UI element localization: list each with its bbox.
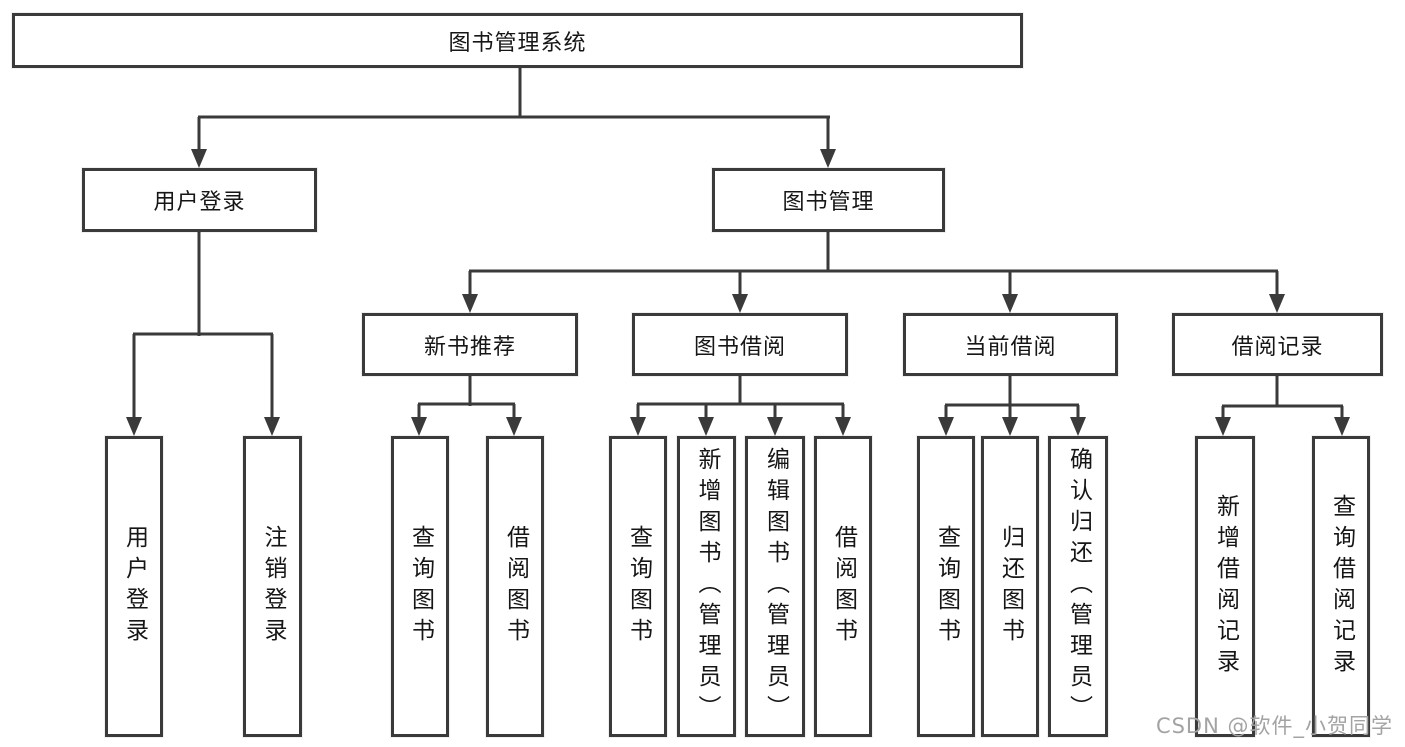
leaf-confirm-return-admin: 确认归还（管理员） (1048, 436, 1108, 737)
node-library-management-system: 图书管理系统 (12, 13, 1023, 68)
leaf-user-login: 用户登录 (105, 436, 163, 737)
node-label: 借阅图书 (502, 524, 529, 649)
connector-book-management-split (462, 232, 1285, 313)
leaf-logout: 注销登录 (243, 436, 302, 737)
node-label: 图书管理系统 (448, 30, 587, 56)
leaf-edit-books-admin: 编辑图书（管理员） (745, 436, 805, 737)
node-label: 新书推荐 (423, 334, 516, 360)
connector-book-borrow-split (630, 376, 851, 436)
node-label: 图书管理 (782, 190, 875, 215)
leaf-borrow-books-recommend: 借阅图书 (486, 436, 544, 737)
connector-current-borrow-split (938, 376, 1086, 436)
leaf-return-books: 归还图书 (981, 436, 1039, 737)
node-label: 当前借阅 (964, 334, 1057, 360)
leaf-query-books-borrow: 查询图书 (609, 436, 667, 737)
node-label: 借阅记录 (1231, 334, 1324, 360)
node-label: 查询借阅记录 (1328, 493, 1355, 680)
node-label: 新增借阅记录 (1212, 493, 1239, 680)
leaf-query-borrow-record: 查询借阅记录 (1312, 436, 1370, 737)
node-label: 查询图书 (625, 524, 652, 649)
node-label: 编辑图书（管理员） (762, 447, 789, 726)
node-current-borrowing: 当前借阅 (903, 313, 1118, 376)
node-book-management: 图书管理 (712, 168, 945, 232)
node-user-login: 用户登录 (82, 168, 317, 232)
leaf-add-borrow-record: 新增借阅记录 (1195, 436, 1255, 737)
node-label: 图书借阅 (693, 334, 786, 360)
node-label: 查询图书 (407, 524, 434, 649)
node-label: 归还图书 (997, 524, 1024, 649)
connector-user-login-split (126, 232, 280, 436)
leaf-query-books-recommend: 查询图书 (391, 436, 449, 737)
node-label: 用户登录 (121, 524, 148, 649)
leaf-query-books-current: 查询图书 (917, 436, 975, 737)
node-new-book-recommendation: 新书推荐 (362, 313, 578, 376)
node-label: 注销登录 (260, 524, 286, 649)
node-book-borrowing: 图书借阅 (632, 313, 848, 376)
node-borrow-records: 借阅记录 (1172, 313, 1383, 376)
csdn-watermark: CSDN @软件_小贺同学 (1155, 714, 1393, 738)
node-label: 借阅图书 (830, 524, 857, 649)
connector-borrow-records-split (1215, 376, 1350, 436)
node-label: 新增图书（管理员） (694, 447, 720, 726)
connector-new-book-split (411, 376, 522, 436)
leaf-borrow-books: 借阅图书 (814, 436, 872, 737)
node-label: 查询图书 (933, 524, 960, 649)
node-label: 确认归还（管理员） (1065, 447, 1092, 726)
connector-root-split (191, 68, 836, 168)
node-label: 用户登录 (153, 190, 246, 215)
leaf-add-books-admin: 新增图书（管理员） (677, 436, 736, 737)
